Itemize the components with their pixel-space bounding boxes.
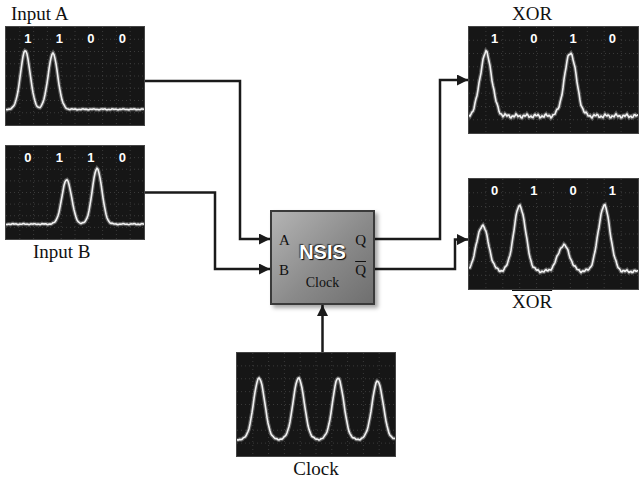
grid-line (6, 88, 144, 89)
bit-label: 1 (528, 183, 539, 198)
grid-line (237, 443, 395, 444)
trace-glow (469, 205, 638, 273)
signal-label: XOR (468, 2, 639, 26)
grid-line (469, 275, 638, 276)
bit-label: 0 (117, 150, 128, 165)
grid-line (379, 353, 380, 456)
bit-label: 0 (85, 31, 96, 46)
oscilloscope-screen: 0 1 0 1XOR (468, 178, 639, 314)
oscilloscope-screen: 0 1 1 0Input B (5, 145, 145, 264)
grid-line (469, 66, 638, 67)
bit-label: 0 (22, 150, 33, 165)
scope-display: 1 0 1 0 (468, 26, 639, 134)
scope-display: 0 1 0 1 (468, 178, 639, 290)
grid-line (237, 391, 395, 392)
bit-label: 0 (528, 31, 539, 46)
trace-glow (6, 51, 144, 110)
bit-row: 1 0 1 0 (469, 27, 638, 46)
signal-label: XOR (468, 290, 639, 314)
grid-line (363, 353, 364, 456)
grid-line (6, 76, 144, 77)
grid-line (469, 220, 638, 221)
port-label: Q (355, 231, 366, 249)
grid-line (6, 180, 144, 181)
waveform (469, 205, 638, 273)
grid-line (469, 119, 638, 120)
trace-glow (237, 378, 395, 440)
trace-glow (469, 51, 638, 118)
bit-label: 0 (568, 183, 579, 198)
grid-line (469, 234, 638, 235)
grid-line (519, 179, 520, 289)
oscilloscope-trace (237, 353, 395, 456)
bit-label: 1 (54, 31, 65, 46)
waveform (6, 168, 144, 224)
grid-line (6, 169, 144, 170)
bit-label: 1 (489, 31, 500, 46)
graticule (469, 27, 638, 133)
grid-line (6, 204, 144, 205)
graticule (237, 353, 395, 456)
grid-line (6, 227, 144, 228)
signal-arrow (145, 193, 270, 270)
oscilloscope-screen: XOR 1 0 1 0 (468, 2, 639, 134)
bit-label: 1 (85, 150, 96, 165)
grid-line (469, 206, 638, 207)
clock-label: Clock (272, 274, 373, 291)
bit-row: 1 1 0 0 (6, 27, 144, 46)
bit-row: 0 1 1 0 (6, 146, 144, 165)
port-label: Q (355, 261, 366, 279)
waveform (469, 51, 638, 118)
graticule (469, 179, 638, 289)
grid-line (469, 53, 638, 54)
grid-line (268, 353, 269, 456)
port-label: A (279, 231, 290, 249)
oscilloscope-screen: Clock (236, 352, 396, 481)
grid-line (6, 112, 144, 113)
graticule (6, 146, 144, 239)
scope-display: 1 1 0 0 (5, 26, 145, 126)
bit-label: 0 (117, 31, 128, 46)
grid-line (300, 353, 301, 456)
grid-line (604, 179, 605, 289)
scope-display: 0 1 1 0 (5, 145, 145, 240)
bit-label: 1 (607, 183, 618, 198)
graticule (6, 27, 144, 125)
waveform (6, 51, 144, 110)
signal-arrow (375, 80, 468, 239)
signal-arrow (321, 305, 324, 352)
signal-label: Input B (5, 240, 145, 264)
signal-label: Clock (236, 457, 396, 481)
grid-line (6, 100, 144, 101)
trace-glow (6, 168, 144, 224)
waveform (237, 378, 395, 440)
scope-display (236, 352, 396, 457)
grid-line (237, 430, 395, 431)
grid-line (284, 353, 285, 456)
signal-arrow (375, 240, 468, 269)
device-box: NSISABQQClock (270, 210, 375, 305)
port-label: B (279, 261, 289, 279)
bit-label: 1 (54, 150, 65, 165)
bit-label: 1 (22, 31, 33, 46)
bit-label: 0 (607, 31, 618, 46)
grid-line (469, 80, 638, 81)
grid-line (469, 106, 638, 107)
signal-arrow (145, 81, 270, 239)
grid-line (347, 353, 348, 456)
bit-row: 0 1 0 1 (469, 179, 638, 198)
grid-line (237, 365, 395, 366)
bit-label: 0 (489, 183, 500, 198)
bit-label: 1 (568, 31, 579, 46)
signal-label: Input A (5, 2, 145, 26)
oscilloscope-screen: Input A 1 1 0 0 (5, 2, 145, 126)
grid-line (6, 192, 144, 193)
